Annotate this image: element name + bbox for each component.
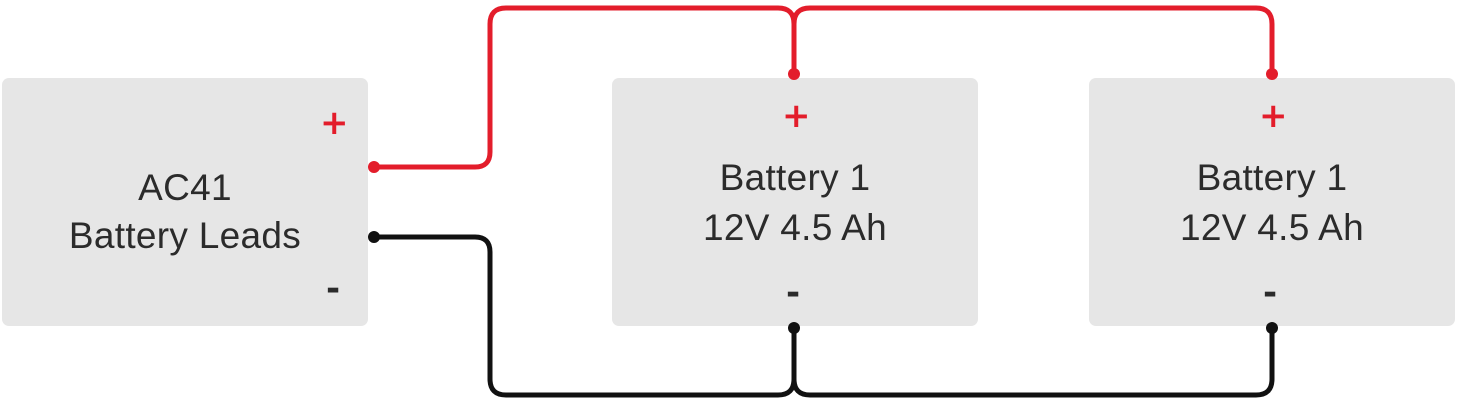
battery-1-negative-sign: - bbox=[786, 273, 801, 313]
positive-wire-to-battery-2 bbox=[791, 5, 1275, 77]
battery-box-2: + Battery 1 12V 4.5 Ah - bbox=[1089, 78, 1455, 326]
ac41-battery-leads-box: + AC41 Battery Leads - bbox=[2, 78, 368, 326]
positive-wire-to-battery-1 bbox=[371, 5, 797, 170]
ac41-negative-sign: - bbox=[326, 269, 341, 309]
ac41-positive-terminal bbox=[368, 161, 380, 173]
ac41-subtitle-label: Battery Leads bbox=[68, 215, 302, 256]
battery-2-negative-terminal bbox=[1266, 322, 1278, 334]
battery-2-name-label: Battery 1 bbox=[1196, 157, 1348, 198]
battery-2-positive-terminal bbox=[1266, 68, 1278, 80]
ac41-positive-sign: + bbox=[320, 103, 349, 143]
battery-1-rating-label: 12V 4.5 Ah bbox=[702, 207, 888, 248]
battery-1-name-label: Battery 1 bbox=[719, 157, 871, 198]
negative-wire-to-battery-1 bbox=[371, 234, 797, 398]
ac41-negative-terminal bbox=[368, 231, 380, 243]
battery-1-negative-terminal bbox=[788, 322, 800, 334]
battery-1-positive-terminal bbox=[788, 68, 800, 80]
negative-wire-to-battery-2 bbox=[791, 325, 1275, 398]
ac41-name-label: AC41 bbox=[138, 167, 232, 208]
battery-2-negative-sign: - bbox=[1263, 273, 1278, 313]
battery-box-1: + Battery 1 12V 4.5 Ah - bbox=[612, 78, 978, 326]
battery-2-positive-sign: + bbox=[1259, 96, 1288, 136]
battery-2-rating-label: 12V 4.5 Ah bbox=[1179, 207, 1365, 248]
battery-1-positive-sign: + bbox=[782, 96, 811, 136]
